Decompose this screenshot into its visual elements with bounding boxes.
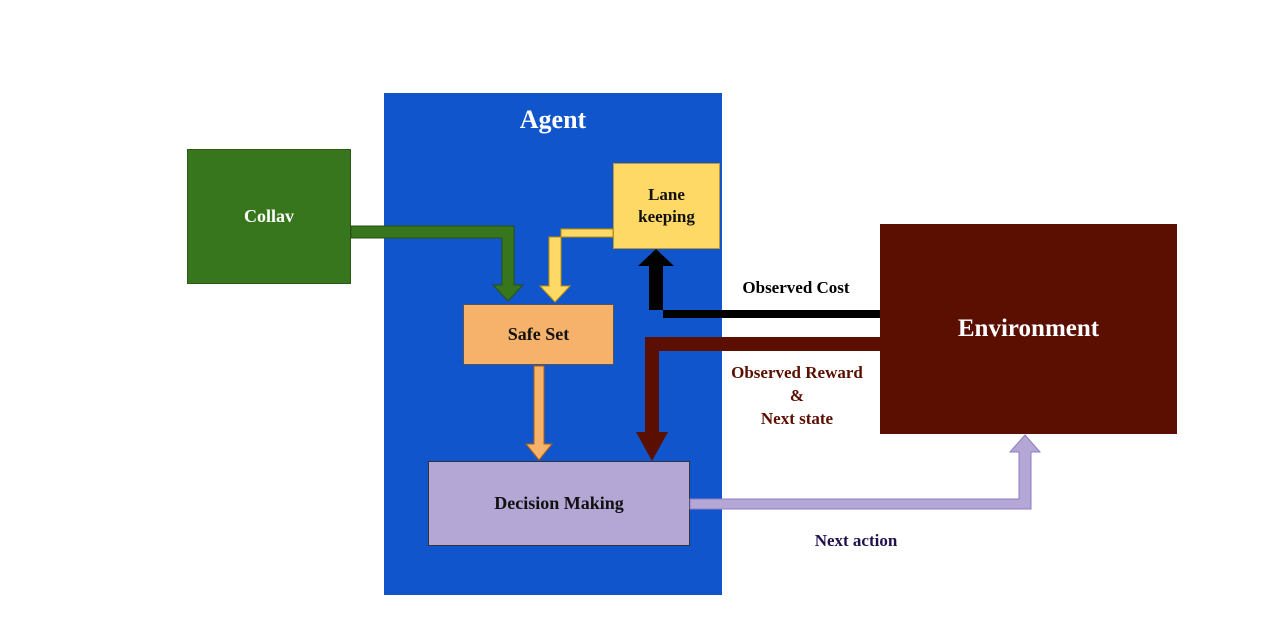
- collav-label: Collav: [243, 206, 294, 226]
- observed-reward-label: Observed Reward & Next state: [716, 361, 878, 430]
- safe-set-to-decision-arrow: [524, 365, 554, 461]
- lane-keeping-to-safe-set-arrow: [538, 228, 614, 303]
- environment-label: Environment: [957, 315, 1100, 342]
- collav-node: Collav: [187, 149, 351, 284]
- safe-set-label: Safe Set: [507, 324, 570, 344]
- lane-keeping-label-line2: keeping: [638, 207, 695, 226]
- safe-set-node: Safe Set: [463, 304, 614, 365]
- observed-reward-line1: Observed Reward: [731, 363, 863, 382]
- observed-cost-label: Observed Cost: [742, 278, 850, 297]
- observed-reward-line3: Next state: [760, 409, 834, 428]
- lane-keeping-label-line1: Lane: [648, 185, 685, 204]
- agent-title: Agent: [519, 105, 587, 134]
- environment-node: Environment: [880, 224, 1177, 434]
- collav-to-safe-set-arrow: [350, 225, 525, 302]
- decision-making-label: Decision Making: [494, 493, 624, 513]
- decision-making-node: Decision Making: [428, 461, 690, 546]
- observed-reward-line2: &: [789, 386, 805, 405]
- next-action-arrow: [689, 434, 1042, 510]
- observed-reward-arrow: [636, 337, 880, 461]
- observed-cost-arrow: [638, 249, 880, 318]
- next-action-label: Next action: [814, 531, 898, 550]
- lane-keeping-node: Lane keeping: [613, 163, 720, 249]
